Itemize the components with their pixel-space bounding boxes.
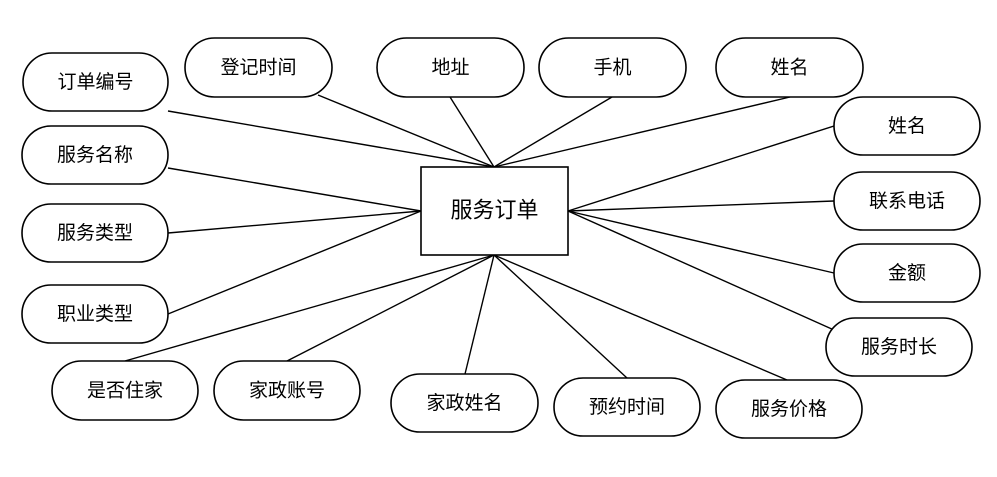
attribute-shape (21, 203, 169, 263)
attribute-label: 是否住家 (87, 380, 163, 402)
attribute-label: 服务价格 (751, 398, 827, 420)
connector-occupation-type (167, 210, 422, 315)
attribute-label: 姓名 (770, 57, 808, 79)
attribute-shape (825, 317, 973, 377)
attribute-address: 地址 (376, 37, 525, 98)
attribute-shape (833, 243, 981, 303)
connector-address (449, 96, 495, 168)
attribute-label: 家政姓名 (426, 392, 502, 414)
attribute-label: 地址 (431, 57, 469, 79)
attribute-shape (213, 360, 361, 421)
connector-name-top (493, 96, 791, 168)
connector-contact-phone (567, 200, 835, 212)
connector-lines (124, 94, 835, 381)
attribute-name-right: 姓名 (833, 96, 981, 156)
attribute-label: 家政账号 (249, 380, 325, 402)
connector-service-price (493, 254, 788, 381)
attribute-occupation-type: 职业类型 (21, 284, 169, 344)
connector-housekeeper-account (286, 254, 495, 362)
connector-service-name (167, 167, 422, 212)
entity-box (420, 166, 569, 256)
attribute-shape (538, 37, 687, 98)
attribute-shape (715, 37, 864, 98)
attribute-shape (553, 377, 701, 437)
attribute-shape (833, 96, 981, 156)
connector-housekeeper-name (464, 254, 495, 375)
attribute-label: 预约时间 (589, 396, 665, 418)
attribute-service-type: 服务类型 (21, 203, 169, 263)
attribute-group: 订单编号登记时间地址手机姓名姓名联系电话金额服务时长服务价格预约时间家政姓名家政… (21, 37, 981, 439)
attribute-register-time: 登记时间 (184, 37, 333, 98)
attribute-amount: 金额 (833, 243, 981, 303)
attribute-label: 金额 (888, 262, 926, 284)
connector-appointment-time (493, 254, 628, 379)
attribute-service-price: 服务价格 (715, 379, 863, 439)
attribute-live-in: 是否住家 (51, 360, 199, 421)
connector-register-time (317, 94, 495, 168)
attribute-label: 服务时长 (861, 336, 937, 358)
attribute-name-top: 姓名 (715, 37, 864, 98)
attribute-label: 手机 (593, 57, 631, 79)
attribute-label: 订单编号 (57, 71, 133, 93)
attribute-shape (51, 360, 199, 421)
attribute-mobile: 手机 (538, 37, 687, 98)
attribute-shape (21, 284, 169, 344)
attribute-service-name: 服务名称 (21, 125, 169, 185)
attribute-service-duration: 服务时长 (825, 317, 973, 377)
attribute-housekeeper-account: 家政账号 (213, 360, 361, 421)
connector-service-type (167, 210, 422, 234)
connector-service-duration (567, 210, 835, 331)
connector-amount (567, 210, 835, 274)
attribute-shape (184, 37, 333, 98)
connector-order-number (167, 110, 495, 168)
attribute-shape (715, 379, 863, 439)
attribute-housekeeper-name: 家政姓名 (390, 373, 539, 433)
entity-group: 服务订单 (420, 166, 569, 256)
connector-mobile (493, 96, 613, 168)
attribute-label: 服务类型 (57, 222, 133, 244)
attribute-shape (21, 125, 169, 185)
attribute-shape (22, 52, 169, 112)
connector-live-in (124, 254, 495, 362)
attribute-shape (376, 37, 525, 98)
attribute-shape (833, 171, 981, 231)
attribute-appointment-time: 预约时间 (553, 377, 701, 437)
attribute-label: 职业类型 (57, 303, 133, 325)
attribute-label: 联系电话 (869, 190, 945, 212)
attribute-label: 姓名 (888, 115, 926, 137)
entity-label: 服务订单 (450, 199, 538, 224)
attribute-label: 服务名称 (57, 144, 133, 166)
attribute-label: 登记时间 (220, 57, 296, 79)
attribute-order-number: 订单编号 (22, 52, 169, 112)
connector-name-right (567, 125, 835, 212)
attribute-contact-phone: 联系电话 (833, 171, 981, 231)
attribute-shape (390, 373, 539, 433)
